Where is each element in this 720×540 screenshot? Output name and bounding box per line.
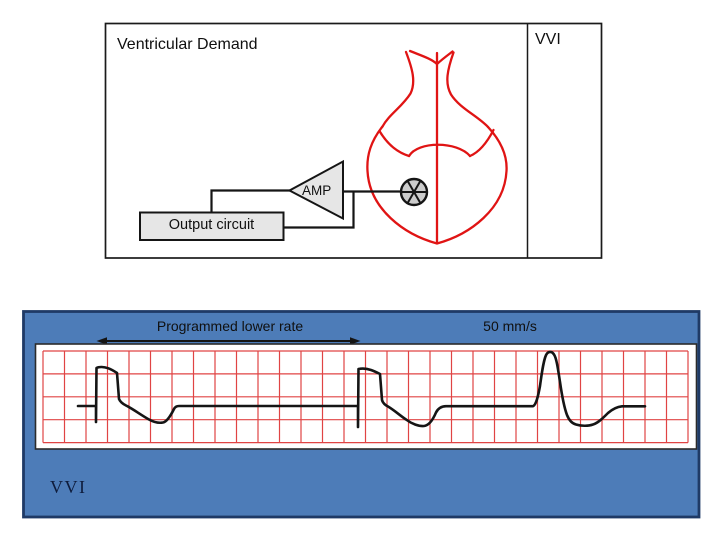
ecg-grid	[42, 350, 689, 444]
heart-icon	[366, 49, 508, 245]
interval-label: Programmed lower rate	[156, 318, 304, 334]
diagram-title: Ventricular Demand	[117, 36, 258, 53]
mode-label-top: VVI	[535, 31, 561, 48]
mode-label-bottom: VVI	[50, 477, 87, 497]
amp-label: AMP	[302, 183, 332, 198]
paper-speed-label: 50 mm/s	[483, 318, 537, 334]
interval-arrow	[96, 337, 361, 345]
output-circuit-label: Output circuit	[168, 217, 255, 233]
circuit-wires	[210, 189, 401, 229]
ecg-trace	[76, 350, 647, 429]
electrode-icon	[399, 177, 429, 207]
amp-triangle	[287, 159, 344, 221]
diagram-frame	[104, 22, 603, 259]
output-circuit-box	[139, 211, 285, 241]
